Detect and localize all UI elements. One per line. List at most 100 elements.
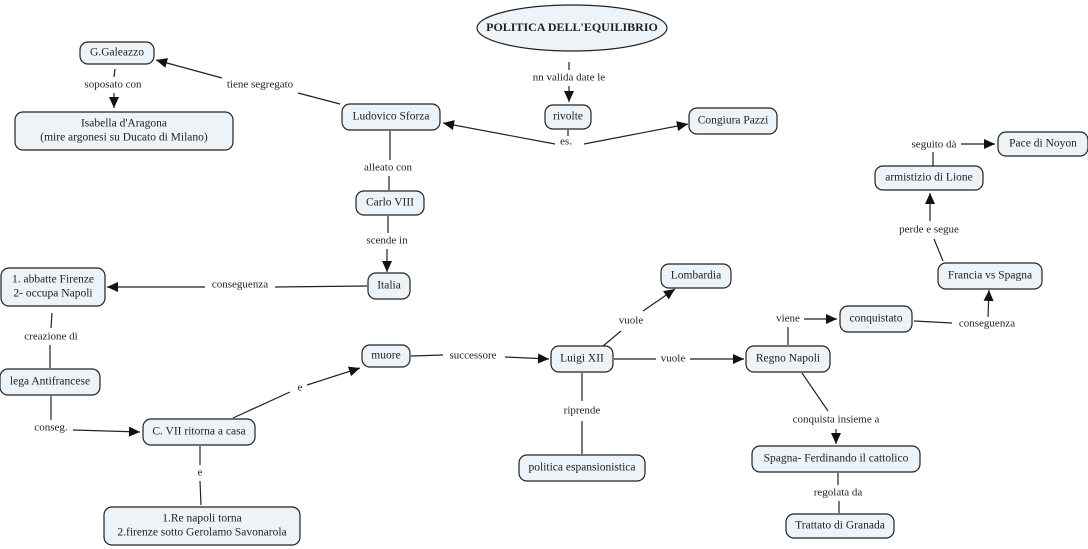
node-label: Congiura Pazzi [698, 115, 769, 127]
concept-node-root[interactable]: POLITICA DELL'EQUILIBRIO [476, 4, 668, 52]
link-successore: successore [410, 350, 550, 364]
concept-node-pace[interactable]: Pace di Noyon [997, 131, 1088, 157]
node-label: Ludovico Sforza [353, 111, 430, 123]
node-shape [361, 344, 411, 368]
node-shape [355, 190, 425, 216]
arrowhead-icon [156, 58, 168, 68]
node-label: Lombardia [671, 270, 721, 282]
link-label[interactable]: successore [449, 350, 496, 362]
link-conseguenza2: conseguenza [913, 289, 1015, 330]
link-label[interactable]: alleato con [364, 162, 412, 174]
link-label[interactable]: viene [776, 313, 800, 325]
node-shape [14, 111, 234, 151]
concept-node-rivolte[interactable]: rivolte [544, 104, 592, 130]
link-regolata: regolata da [814, 473, 863, 513]
link-label[interactable]: es. [560, 136, 572, 148]
link-label[interactable]: e [298, 382, 303, 394]
node-shape [660, 263, 732, 289]
concept-node-galeazzo[interactable]: G.Galeazzo [79, 41, 155, 65]
link-e2: e [198, 446, 203, 506]
link-label[interactable]: creazione di [24, 331, 77, 343]
concept-node-italia[interactable]: Italia [367, 272, 411, 300]
link-seguito: seguito dà [912, 139, 995, 166]
node-shape [476, 4, 668, 52]
arrowhead-icon [826, 314, 837, 324]
node-label: C. VII ritorna a casa [152, 426, 245, 438]
link-label[interactable]: vuole [619, 315, 644, 327]
connector-line [297, 92, 341, 105]
concept-node-muore[interactable]: muore [361, 344, 411, 368]
connector-line [232, 391, 291, 419]
node-label: Pace di Noyon [1009, 138, 1077, 150]
node-shape [79, 41, 155, 65]
link-nn-valida: nn valida date le [533, 62, 606, 102]
link-label[interactable]: conquista insieme a [793, 414, 880, 426]
concept-node-spagna[interactable]: Spagna- Ferdinando il cattolico [751, 445, 921, 473]
link-tiene-segregato: tiene segregato [155, 58, 341, 105]
arrowhead-icon [831, 433, 841, 444]
connector-line [442, 122, 556, 145]
link-conquista-insieme: conquista insieme a [793, 372, 880, 444]
link-label[interactable]: conseguenza [959, 318, 1015, 330]
node-shape [367, 272, 411, 300]
node-label: conquistato [849, 313, 902, 325]
link-label[interactable]: nn valida date le [533, 72, 606, 84]
node-label: Carlo VIII [366, 197, 414, 209]
links-layer: nn valida date le es. tiene segregato sopos… [24, 58, 1015, 513]
connector-line [933, 238, 944, 262]
link-viene: viene [776, 313, 837, 345]
link-vuole1: vuole [602, 288, 676, 347]
node-shape [103, 506, 301, 546]
link-label[interactable]: conseguenza [212, 279, 268, 291]
link-label[interactable]: riprende [564, 405, 601, 417]
concept-node-ritorna[interactable]: C. VII ritorna a casa [142, 418, 256, 446]
concept-node-regno[interactable]: Regno Napoli [745, 345, 831, 373]
node-shape [341, 103, 441, 131]
connector-line [913, 320, 953, 324]
link-conseguenza1: conseguenza [107, 279, 368, 292]
node-shape [751, 445, 921, 473]
link-label[interactable]: tiene segregato [227, 79, 294, 91]
concept-node-isabella[interactable]: Isabella d'Aragona(mire argonesi su Duca… [14, 111, 234, 151]
arrowhead-icon [107, 282, 118, 292]
concept-node-politica[interactable]: politica espansionistica [518, 454, 646, 482]
node-label: Isabella d'Aragona [81, 118, 167, 130]
node-label: POLITICA DELL'EQUILIBRIO [486, 20, 658, 34]
link-label[interactable]: perde e segue [899, 224, 959, 236]
link-label[interactable]: vuole [661, 353, 686, 365]
node-shape [550, 345, 614, 373]
concept-node-lega[interactable]: lega Antifrancese [0, 368, 101, 396]
arrowhead-icon [109, 97, 119, 108]
connector-line [801, 372, 829, 412]
link-label[interactable]: regolata da [814, 487, 863, 499]
arrowhead-icon [676, 121, 688, 131]
concept-node-armistizio[interactable]: armistizio di Lione [874, 165, 984, 191]
concept-node-conquistato[interactable]: conquistato [839, 305, 913, 333]
concept-node-ludovico[interactable]: Ludovico Sforza [341, 103, 441, 131]
concept-node-pazzi[interactable]: Congiura Pazzi [688, 107, 778, 135]
node-label: 2- occupa Napoli [13, 288, 92, 300]
connector-line [113, 68, 116, 78]
node-label: Italia [377, 280, 401, 292]
node-shape [0, 368, 101, 396]
link-alleato: alleato con [364, 131, 412, 190]
link-label[interactable]: seguito dà [912, 139, 957, 151]
link-perde: perde e segue [899, 193, 959, 262]
concept-node-granada[interactable]: Trattato di Granada [785, 513, 895, 539]
node-shape [544, 104, 592, 130]
link-label[interactable]: scende in [366, 235, 408, 247]
link-label[interactable]: soposato con [84, 79, 142, 91]
link-riprende: riprende [564, 373, 601, 454]
concept-node-francia[interactable]: Francia vs Spagna [937, 262, 1043, 290]
concept-node-lombardia[interactable]: Lombardia [660, 263, 732, 289]
link-label[interactable]: conseg. [34, 422, 68, 434]
node-shape [997, 131, 1088, 157]
connector-line [72, 429, 141, 433]
concept-node-carlo[interactable]: Carlo VIII [355, 190, 425, 216]
nodes-layer: POLITICA DELL'EQUILIBRIO G.GaleazzoIsabel… [0, 4, 1088, 546]
concept-node-luigi[interactable]: Luigi XII [550, 345, 614, 373]
connector-line [199, 480, 202, 506]
link-label[interactable]: e [198, 467, 203, 479]
